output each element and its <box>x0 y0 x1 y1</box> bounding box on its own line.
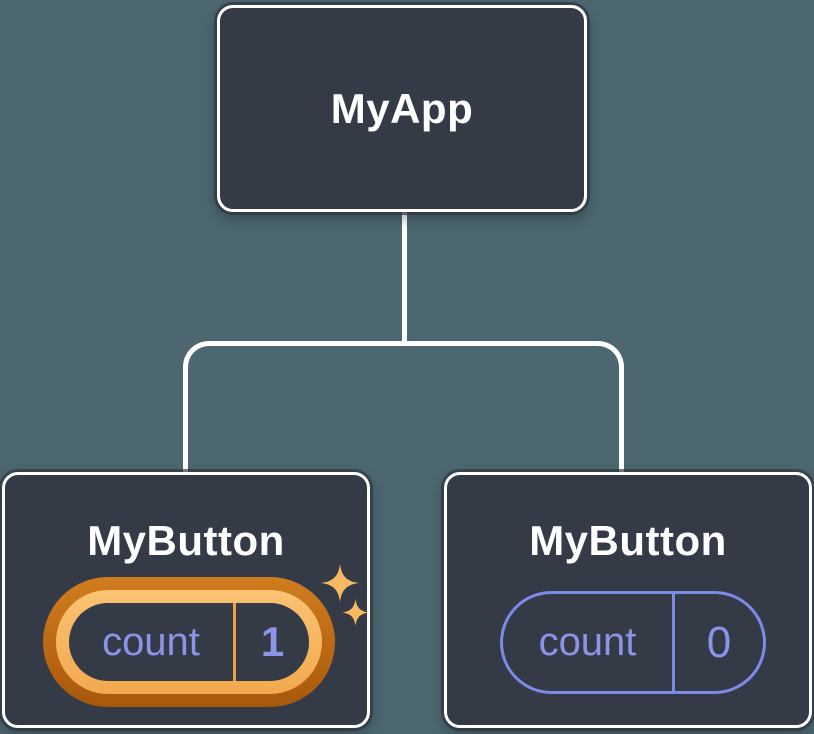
state-pill: count 0 <box>500 591 766 694</box>
state-value: 0 <box>706 617 732 667</box>
state-pill: count 1 <box>69 603 309 681</box>
state-name-segment: count <box>69 603 233 681</box>
state-pill-divider <box>672 594 675 691</box>
node-label: MyButton <box>87 517 285 564</box>
node-label: MyApp <box>330 84 474 132</box>
state-value-segment: 0 <box>675 594 763 691</box>
root-to-children-connector-stem <box>402 206 407 344</box>
tree-node-myapp: MyApp <box>217 5 587 212</box>
tree-node-mybutton-left: MyButton count 1 <box>2 472 370 728</box>
children-connector-bracket <box>183 341 624 472</box>
sparkle-icon-shape <box>321 564 359 602</box>
sparkle-icon-shape <box>342 599 369 626</box>
state-name-segment: count <box>503 594 672 691</box>
sparkle-icon <box>342 599 369 626</box>
state-name-label: count <box>102 619 200 664</box>
state-value-segment: 1 <box>236 603 309 681</box>
state-highlight-ring-outer: count 1 <box>43 577 335 707</box>
state-pill-divider <box>233 603 236 681</box>
state-name-label: count <box>538 620 637 664</box>
sparkle-icon <box>321 564 359 602</box>
node-label: MyButton <box>529 517 727 564</box>
tree-node-mybutton-right: MyButton count 0 <box>444 472 812 728</box>
state-value: 1 <box>260 618 285 665</box>
state-highlight-ring-inner: count 1 <box>56 590 322 694</box>
